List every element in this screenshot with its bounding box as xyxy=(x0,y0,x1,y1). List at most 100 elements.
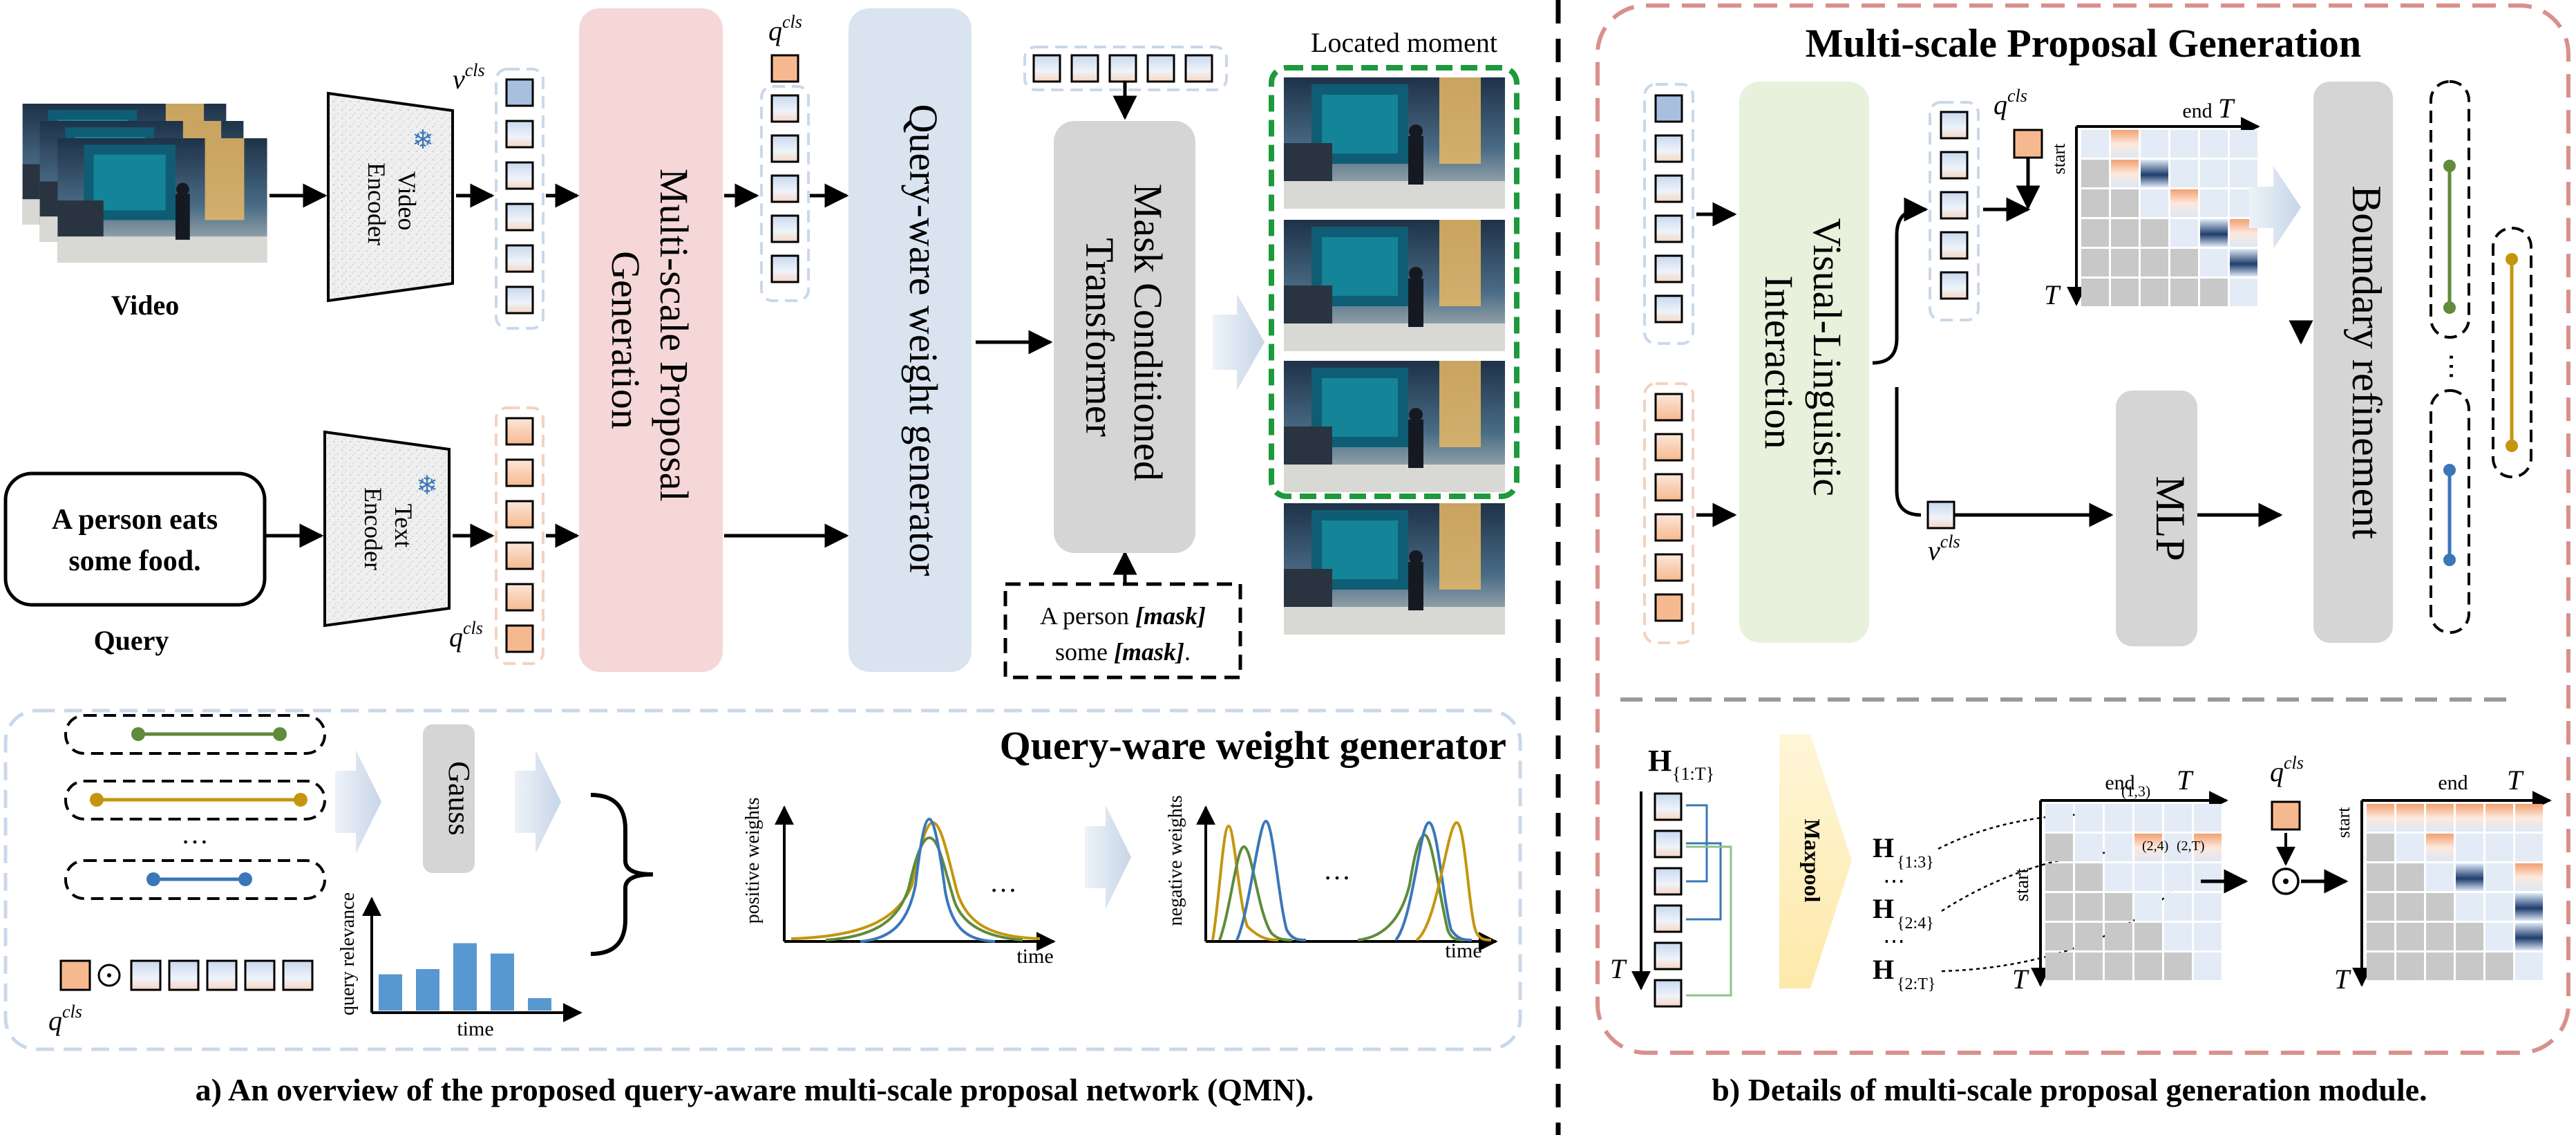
map-cell xyxy=(2426,953,2454,980)
svg-text:(2,T): (2,T) xyxy=(2177,838,2205,854)
map-cell xyxy=(2515,834,2543,861)
svg-text:H: H xyxy=(1873,832,1894,863)
map-cell xyxy=(2485,863,2513,891)
q-cls-label-mid: qcls xyxy=(768,12,802,46)
svg-text:H: H xyxy=(1873,893,1894,924)
map-cell xyxy=(2485,953,2513,980)
q-cls-token-mid xyxy=(770,54,799,83)
map-cell xyxy=(2170,219,2198,247)
query-box: A person eats some food. xyxy=(3,471,267,607)
query-label: Query xyxy=(94,625,169,656)
mct-line2: Transformer xyxy=(1077,238,1122,437)
vli-line2: Interaction xyxy=(1756,275,1801,449)
map-cell xyxy=(2367,834,2394,861)
svg-text:(1,3): (1,3) xyxy=(2121,782,2150,800)
svg-text:…: … xyxy=(989,867,1017,898)
pb-text-token-column xyxy=(1643,382,1694,644)
text-encoder: Text Encoder ❄ xyxy=(323,430,451,628)
map-cell xyxy=(2111,279,2139,306)
top-token-row xyxy=(1023,46,1228,91)
bottom-token-row xyxy=(130,959,314,991)
svg-text:Maxpool: Maxpool xyxy=(1800,819,1825,903)
svg-text:Gauss: Gauss xyxy=(442,761,476,836)
map-cell xyxy=(2164,953,2192,980)
relevance-bar xyxy=(453,943,477,1011)
svg-text:{2:T}: {2:T} xyxy=(1897,975,1935,993)
text-token-column xyxy=(495,406,544,665)
q-cls-token-bottom xyxy=(59,959,91,991)
map-cell xyxy=(2485,834,2513,861)
map-cell xyxy=(2200,219,2228,247)
map-cell xyxy=(2164,804,2192,832)
svg-text:H: H xyxy=(1648,744,1671,778)
map-cell xyxy=(2075,893,2103,921)
map-cell xyxy=(2367,804,2394,832)
mct-line1: Mask Conditioned xyxy=(1126,184,1171,481)
svg-text:⋯: ⋯ xyxy=(1883,928,1905,953)
map-cell xyxy=(2105,893,2132,921)
map-cell xyxy=(2105,834,2132,861)
pb-dotted-arrows xyxy=(1938,808,2192,973)
pb-q-cls-label: qcls xyxy=(1993,86,2027,120)
map-cell xyxy=(2515,804,2543,832)
video-encoder-line1: Video xyxy=(393,171,421,231)
pb-proposal-map-top: end T start T xyxy=(2044,93,2260,310)
map-cell xyxy=(2111,249,2139,276)
svg-text:start: start xyxy=(2049,143,2069,175)
svg-text:start: start xyxy=(2333,807,2354,838)
video-encoder-line2: Encoder xyxy=(363,162,390,245)
map-cell xyxy=(2170,130,2198,158)
map-cell xyxy=(2164,834,2192,861)
multi-scale-proposal-generation-block: Multi-scale Proposal Generation xyxy=(579,8,723,672)
svg-text:⋯: ⋯ xyxy=(2436,353,2468,380)
video-token-column xyxy=(495,68,544,330)
map-cell xyxy=(2426,863,2454,891)
map-cell xyxy=(2367,863,2394,891)
q-cls-label-bottom: qcls xyxy=(48,1002,82,1036)
odot-operator xyxy=(2272,867,2300,895)
map-cell xyxy=(2105,923,2132,950)
svg-text:positive weights: positive weights xyxy=(742,798,764,924)
qwg-detail-title: Query-ware weight generator xyxy=(1000,723,1506,768)
map-cell xyxy=(2111,189,2139,217)
svg-text:time: time xyxy=(1016,945,1053,968)
big-arrow xyxy=(1213,294,1265,391)
map-cell xyxy=(2045,834,2073,861)
snowflake-icon: ❄ xyxy=(412,126,434,155)
positive-weights-chart: … positive weights time xyxy=(742,798,1056,968)
pb-proposal-map-mid: (1,3) (2,4) (2,T) end T start T xyxy=(2011,765,2228,995)
vli-line1: Visual-Linguistic xyxy=(1805,218,1850,496)
pb-q-cls-token xyxy=(2013,129,2043,159)
svg-text:…: … xyxy=(181,818,209,850)
svg-text:query relevance: query relevance xyxy=(337,892,359,1015)
gauss-block xyxy=(423,724,475,873)
map-cell xyxy=(2194,804,2222,832)
map-cell xyxy=(2426,893,2454,921)
boundary-refinement-block: Boundary refinement xyxy=(2313,82,2393,643)
pb-fused-token-column xyxy=(1929,101,1980,321)
map-cell xyxy=(2075,953,2103,980)
pb-video-token-column xyxy=(1643,83,1694,345)
svg-text:{1:T}: {1:T} xyxy=(1672,764,1714,784)
text-encoder-line1: Text xyxy=(390,504,417,547)
map-cell xyxy=(2426,923,2454,950)
map-cell xyxy=(2230,249,2257,276)
pb-h-column: H {1:T} T xyxy=(1610,744,1732,1008)
map-cell xyxy=(2105,953,2132,980)
map-cell xyxy=(2134,953,2162,980)
svg-text:{2:4}: {2:4} xyxy=(1897,914,1934,932)
map-cell xyxy=(2075,834,2103,861)
map-cell xyxy=(2194,893,2222,921)
svg-text:time: time xyxy=(1445,939,1481,962)
masked-query-box: A person [mask] some [mask]. xyxy=(1003,582,1242,679)
map-cell xyxy=(2164,893,2192,921)
map-cell xyxy=(2456,804,2483,832)
svg-text:⋯: ⋯ xyxy=(1883,868,1905,893)
map-cell xyxy=(2164,923,2192,950)
svg-text:Text Encoder: Text Encoder xyxy=(359,487,417,570)
map-cell xyxy=(2367,893,2394,921)
map-cell xyxy=(2396,834,2424,861)
vli-branch xyxy=(1872,207,1924,517)
map-cell xyxy=(2515,893,2543,921)
video-frames xyxy=(22,104,267,263)
